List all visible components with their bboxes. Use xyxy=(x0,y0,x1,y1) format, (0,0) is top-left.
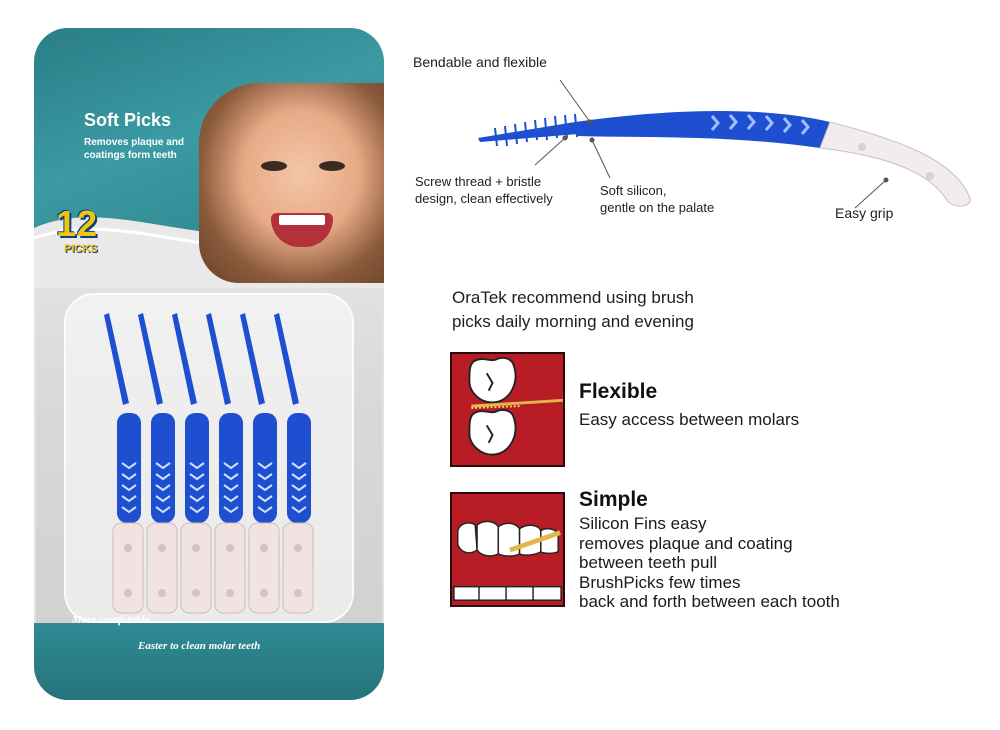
pick-grip xyxy=(819,121,971,207)
callout-soft-line-2: gentle on the palate xyxy=(600,200,715,215)
package-footer-band xyxy=(34,623,384,700)
callout-screw-line-2: design, clean effectively xyxy=(415,191,553,206)
simple-line-5: back and forth between each tooth xyxy=(579,592,840,611)
soft-picks-set xyxy=(104,313,314,614)
soft-pick xyxy=(240,313,280,614)
molars-illustration xyxy=(450,352,565,467)
recommendation-text: OraTek recommend using brush picks daily… xyxy=(452,286,694,334)
pick-bristle-tip xyxy=(478,113,578,147)
pick-count-unit: PICKS xyxy=(64,243,98,255)
pick-diagram xyxy=(478,79,971,209)
package-slogan-1: More comfotable xyxy=(72,614,150,626)
soft-pick xyxy=(206,313,246,614)
callout-soft-line-1: Soft silicon, xyxy=(600,183,667,198)
soft-pick xyxy=(138,313,178,614)
package-slogan-2: Easter to clean molar teeth xyxy=(138,640,261,652)
callout-screw-thread: Screw thread + bristle design, clean eff… xyxy=(415,173,553,207)
package-tagline: Removes plaque and coatings form teeth xyxy=(84,137,185,161)
feature-title-flexible: Flexible xyxy=(579,380,658,403)
feature-title-simple: Simple xyxy=(579,488,648,511)
recommendation-line-2: picks daily morning and evening xyxy=(452,312,694,331)
pick-grip-chevrons xyxy=(710,114,810,135)
callout-screw-line-1: Screw thread + bristle xyxy=(415,174,542,189)
simple-line-1: Silicon Fins easy xyxy=(579,514,707,533)
feature-text-simple: Silicon Fins easy removes plaque and coa… xyxy=(579,514,909,612)
simple-line-3: between teeth pull xyxy=(579,553,717,572)
front-teeth-illustration xyxy=(450,492,565,607)
product-package: Soft Picks Removes plaque and coatings f… xyxy=(34,28,384,700)
simple-line-4: BrushPicks few times xyxy=(579,572,741,592)
package-brand: Soft Picks xyxy=(84,110,172,130)
callout-bendable: Bendable and flexible xyxy=(413,54,547,70)
feature-text-flexible: Easy access between molars xyxy=(579,410,800,429)
soft-pick xyxy=(172,313,212,614)
callout-easy-grip: Easy grip xyxy=(835,205,894,221)
callout-soft-silicon: Soft silicon, gentle on the palate xyxy=(600,182,714,216)
model-face-photo xyxy=(199,83,384,283)
recommendation-line-1: OraTek recommend using brush xyxy=(452,288,694,307)
simple-line-2: removes plaque and coating xyxy=(579,533,793,553)
callout-leaders xyxy=(534,79,889,209)
soft-pick xyxy=(274,313,314,614)
pick-count-number: 12 xyxy=(56,203,99,244)
soft-pick xyxy=(104,313,144,614)
